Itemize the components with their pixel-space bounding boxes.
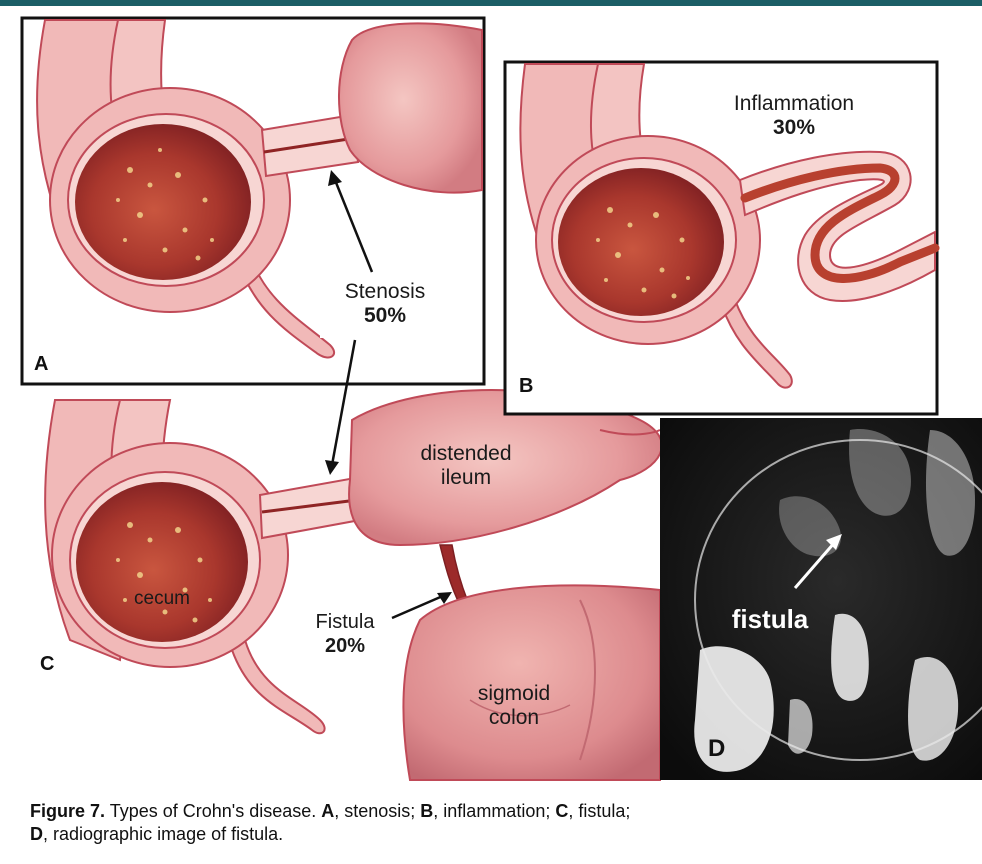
- fistula-label: Fistula: [316, 611, 376, 633]
- sigmoid-label-line1: sigmoid: [478, 682, 550, 705]
- stenosis-annotation: Stenosis 50%: [320, 170, 450, 475]
- ileum-tube-c: [258, 476, 362, 540]
- caption-letter-a: A: [321, 801, 335, 821]
- stenosis-arrow-up: [333, 179, 374, 273]
- panel-c: C cecum distended ileum Fistula 20% sigm…: [40, 389, 663, 781]
- panel-b: Inflammation 30% B: [503, 60, 940, 416]
- appendix-a: [236, 253, 336, 359]
- caption-letter-c: C: [555, 801, 569, 821]
- fistula-arrow: [391, 593, 446, 620]
- appendix-b: [720, 298, 793, 389]
- inflammation-percent: 30%: [773, 116, 815, 139]
- cecum-a-mucosa: [75, 124, 251, 280]
- stenosis-percent: 50%: [364, 304, 406, 327]
- panel-d: fistula D: [660, 418, 982, 780]
- stenosis-arrow-down: [330, 339, 357, 466]
- cecum-label: cecum: [134, 588, 190, 609]
- cecum-b-mucosa: [558, 168, 724, 316]
- ileum-label-line1: distended: [420, 442, 511, 465]
- panel-c-letter: C: [40, 653, 54, 675]
- inflammation-label: Inflammation: [734, 92, 854, 115]
- caption-text-3: , inflammation;: [433, 801, 556, 821]
- appendix-c: [230, 638, 326, 735]
- caption-letter-d: D: [30, 824, 43, 844]
- panel-d-letter: D: [708, 735, 725, 762]
- cecum-c-mucosa: [76, 482, 248, 642]
- fistula-percent: 20%: [325, 635, 365, 657]
- inflamed-lumen: [740, 163, 940, 283]
- caption-text-2: , stenosis;: [334, 801, 421, 821]
- ileum-label-line2: ileum: [441, 466, 491, 489]
- panel-a-letter: A: [34, 353, 48, 375]
- ileum-loop-a: [338, 22, 483, 194]
- caption-text-4: , fistula;: [568, 801, 631, 821]
- caption-letter-b: B: [420, 801, 434, 821]
- xray-fistula-arrow: [793, 541, 837, 589]
- caption-prefix: Figure 7.: [30, 801, 106, 821]
- top-band: [0, 0, 982, 6]
- panel-a: A: [20, 16, 486, 386]
- stenosis-label: Stenosis: [345, 280, 426, 303]
- sigmoid-label-line2: colon: [489, 706, 539, 729]
- panel-b-letter: B: [519, 375, 533, 397]
- sigmoid-colon: [402, 584, 661, 781]
- figure-caption: Figure 7. Types of Crohn's disease. A, s…: [30, 800, 930, 846]
- caption-text-1: Types of Crohn's disease.: [105, 801, 322, 821]
- caption-text-5: , radiographic image of fistula.: [43, 824, 284, 844]
- xray-fistula-label: fistula: [732, 604, 809, 634]
